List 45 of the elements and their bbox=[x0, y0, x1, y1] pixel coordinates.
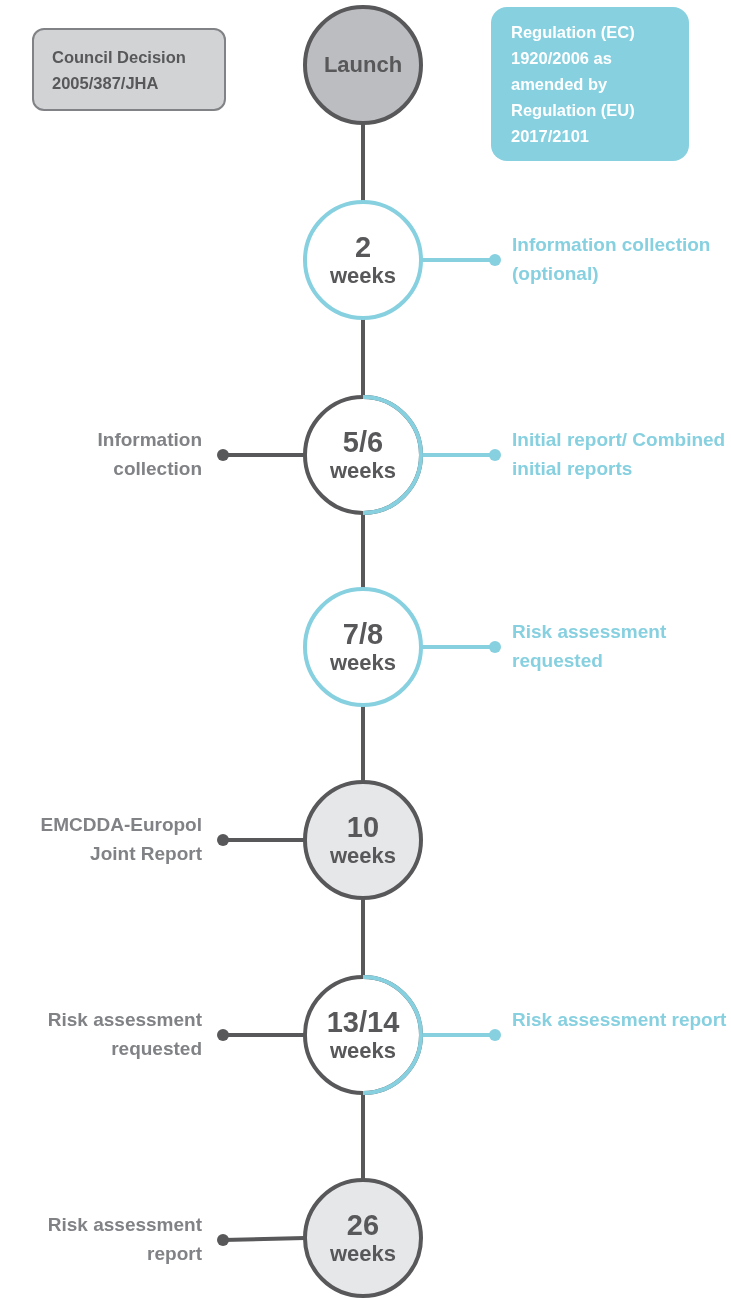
dot-connector bbox=[421, 1029, 501, 1041]
milestone-circle bbox=[302, 1177, 424, 1298]
timeline-line bbox=[361, 513, 365, 589]
milestone-circle bbox=[302, 974, 424, 1096]
dot-connector bbox=[421, 254, 501, 266]
weeks-text: weeks bbox=[329, 650, 397, 676]
weeks-text: weeks bbox=[329, 843, 397, 869]
milestone-label: Launch bbox=[323, 52, 403, 78]
legal-basis-card bbox=[32, 28, 226, 111]
milestone-circle bbox=[302, 394, 424, 516]
dot-connector bbox=[217, 1029, 305, 1041]
card-text: Council Decision 2005/387/JHA bbox=[52, 46, 187, 94]
card-text: Regulation (EC) 1920/2006 as amended by Regulation (EU) 2017/2101 bbox=[511, 22, 636, 147]
input-text: Information collection bbox=[8, 425, 223, 483]
input-text: Risk assessment requested bbox=[8, 1005, 223, 1063]
dot-connector bbox=[421, 449, 501, 461]
weeks-text: weeks bbox=[329, 458, 397, 484]
week-number: 13/14 bbox=[326, 1006, 400, 1039]
dot-connector bbox=[421, 641, 501, 653]
outcome-text: Risk assessment report bbox=[495, 1005, 731, 1034]
weeks-text: weeks bbox=[329, 1241, 397, 1267]
weeks-text: weeks bbox=[329, 263, 397, 289]
week-number: 2 bbox=[354, 231, 372, 264]
milestone-circle bbox=[302, 586, 424, 708]
weeks-text: weeks bbox=[329, 1038, 397, 1064]
week-number: 5/6 bbox=[342, 426, 384, 459]
outcome-text: Risk assessment requested bbox=[495, 617, 731, 675]
timeline-line bbox=[361, 898, 365, 977]
timeline-line bbox=[361, 123, 365, 202]
milestone-circle bbox=[302, 4, 424, 126]
week-number: 7/8 bbox=[342, 618, 384, 651]
timeline-line bbox=[361, 318, 365, 397]
dot-connector bbox=[217, 834, 305, 846]
milestone-circle bbox=[302, 779, 424, 901]
timeline-line bbox=[361, 1093, 365, 1180]
input-text: Risk assessment report bbox=[8, 1210, 223, 1268]
legal-basis-card bbox=[491, 7, 689, 161]
week-number: 10 bbox=[346, 811, 380, 844]
input-text: EMCDDA-Europol Joint Report bbox=[8, 810, 223, 868]
outcome-text: Initial report/ Combined initial reports bbox=[495, 425, 731, 483]
outcome-text: Information collection (optional) bbox=[495, 230, 731, 288]
timeline-line bbox=[361, 705, 365, 782]
dot-connector bbox=[217, 449, 305, 461]
milestone-circle bbox=[302, 199, 424, 321]
week-number: 26 bbox=[346, 1209, 380, 1242]
